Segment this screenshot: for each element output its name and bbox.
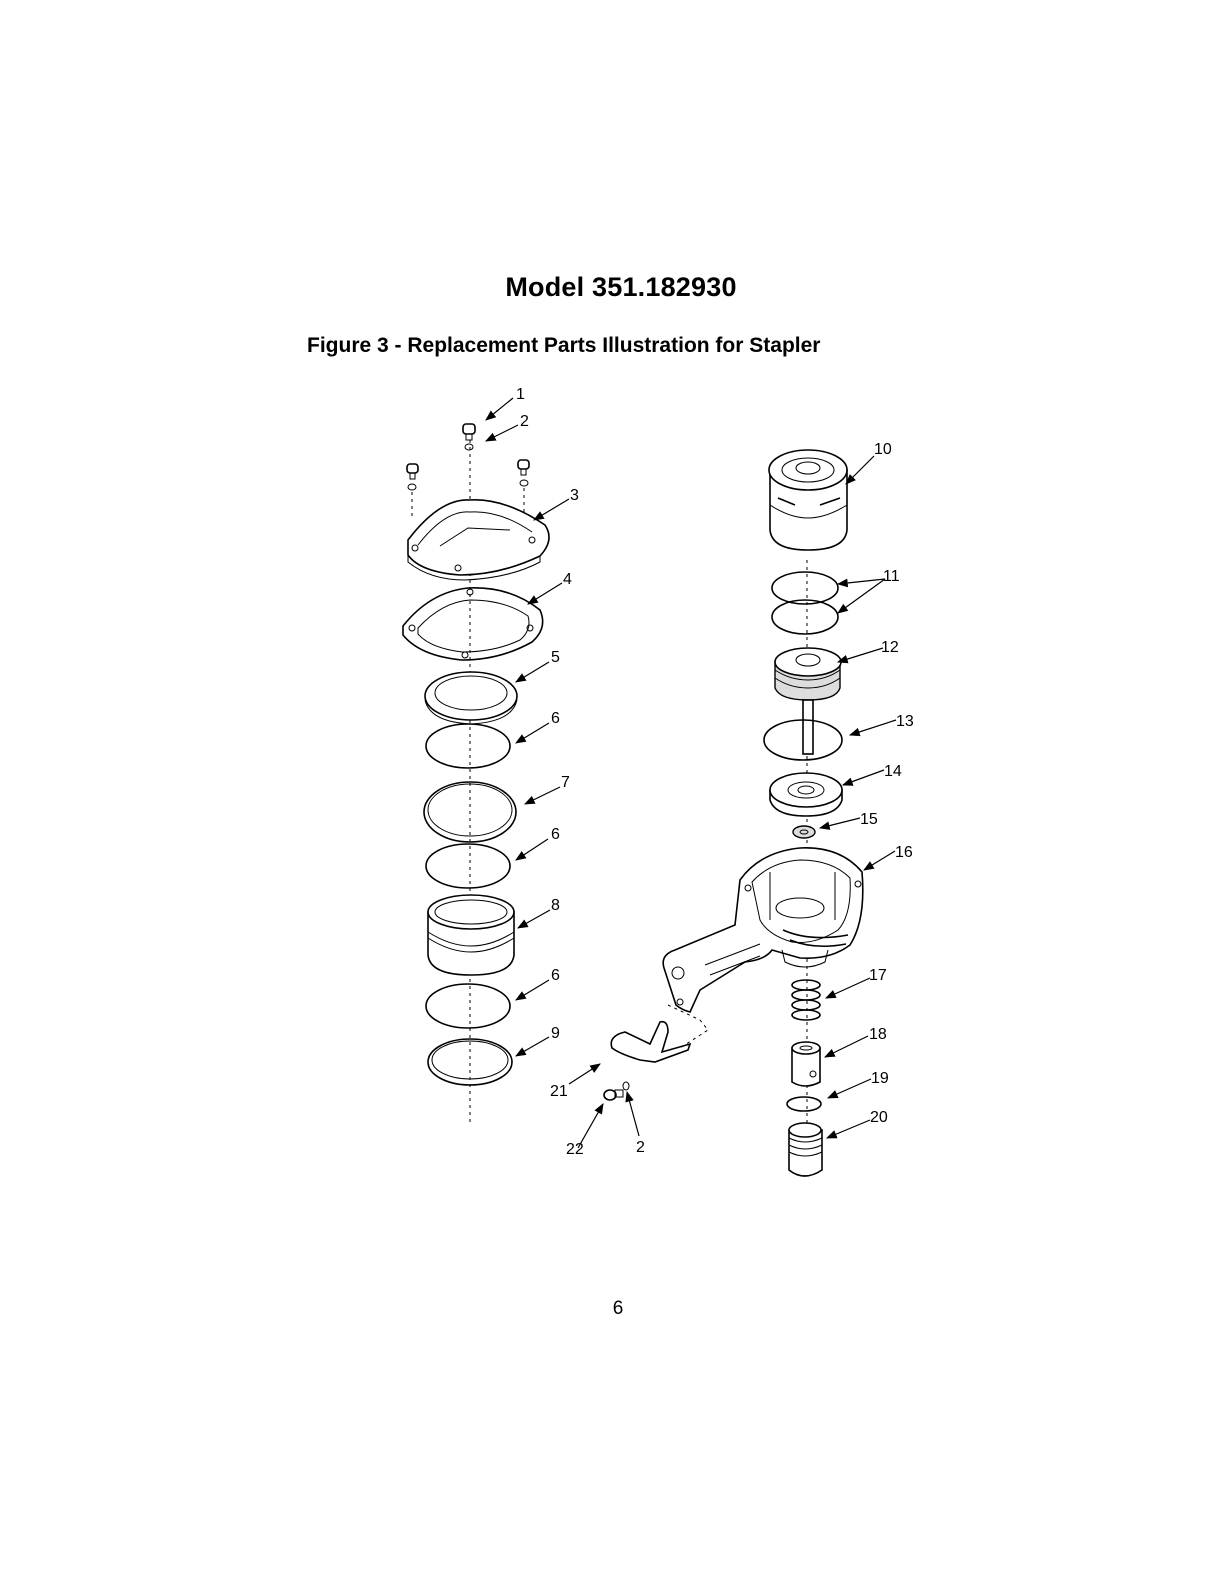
callout-19: 19 <box>871 1070 889 1087</box>
valve-sleeve <box>792 1042 820 1086</box>
cylinder-sleeve <box>428 895 514 975</box>
tool-housing <box>663 848 863 1012</box>
callout-2b: 2 <box>636 1139 645 1156</box>
piston <box>775 648 841 754</box>
pin-screw <box>604 1082 629 1100</box>
head-valve <box>769 450 847 550</box>
cap-screw-right <box>518 460 529 516</box>
o-ring-upper <box>426 724 510 768</box>
valve-cap <box>789 1123 822 1176</box>
right-leaders <box>569 456 896 1148</box>
callout-7: 7 <box>561 774 570 791</box>
o-ring-lower-right <box>772 600 838 634</box>
wire-pin <box>611 1022 690 1062</box>
o-ring-middle <box>426 844 510 888</box>
cap-gasket <box>403 588 543 660</box>
callout-6a: 6 <box>551 710 560 727</box>
callout-12: 12 <box>881 639 899 656</box>
cylinder-cap <box>408 500 549 580</box>
callout-8: 8 <box>551 897 560 914</box>
callout-5: 5 <box>551 649 560 666</box>
spring <box>792 980 820 1020</box>
callout-20: 20 <box>870 1109 888 1126</box>
cap-screw <box>463 424 475 440</box>
o-ring-lower <box>426 984 510 1028</box>
bumper-washer <box>793 826 815 838</box>
page-number: 6 <box>0 1298 1211 1320</box>
cap-screw-left <box>407 464 418 520</box>
callout-15: 15 <box>860 811 878 828</box>
bumper <box>425 672 517 724</box>
callout-2: 2 <box>520 413 529 430</box>
callout-4: 4 <box>563 571 572 588</box>
callout-10: 10 <box>874 441 892 458</box>
callout-6c: 6 <box>551 967 560 984</box>
piston-bumper <box>770 773 842 816</box>
callout-14: 14 <box>884 763 902 780</box>
callout-18: 18 <box>869 1026 887 1043</box>
callout-13: 13 <box>896 713 914 730</box>
callout-1: 1 <box>516 386 525 403</box>
callout-6b: 6 <box>551 826 560 843</box>
callout-22: 22 <box>566 1141 584 1158</box>
valve-o-ring <box>787 1097 821 1111</box>
callout-16: 16 <box>895 844 913 861</box>
washer <box>465 444 473 450</box>
callout-11: 11 <box>883 568 900 585</box>
callout-3: 3 <box>570 487 579 504</box>
callout-21: 21 <box>550 1083 568 1100</box>
callout-9: 9 <box>551 1025 560 1042</box>
callout-17: 17 <box>869 967 887 984</box>
